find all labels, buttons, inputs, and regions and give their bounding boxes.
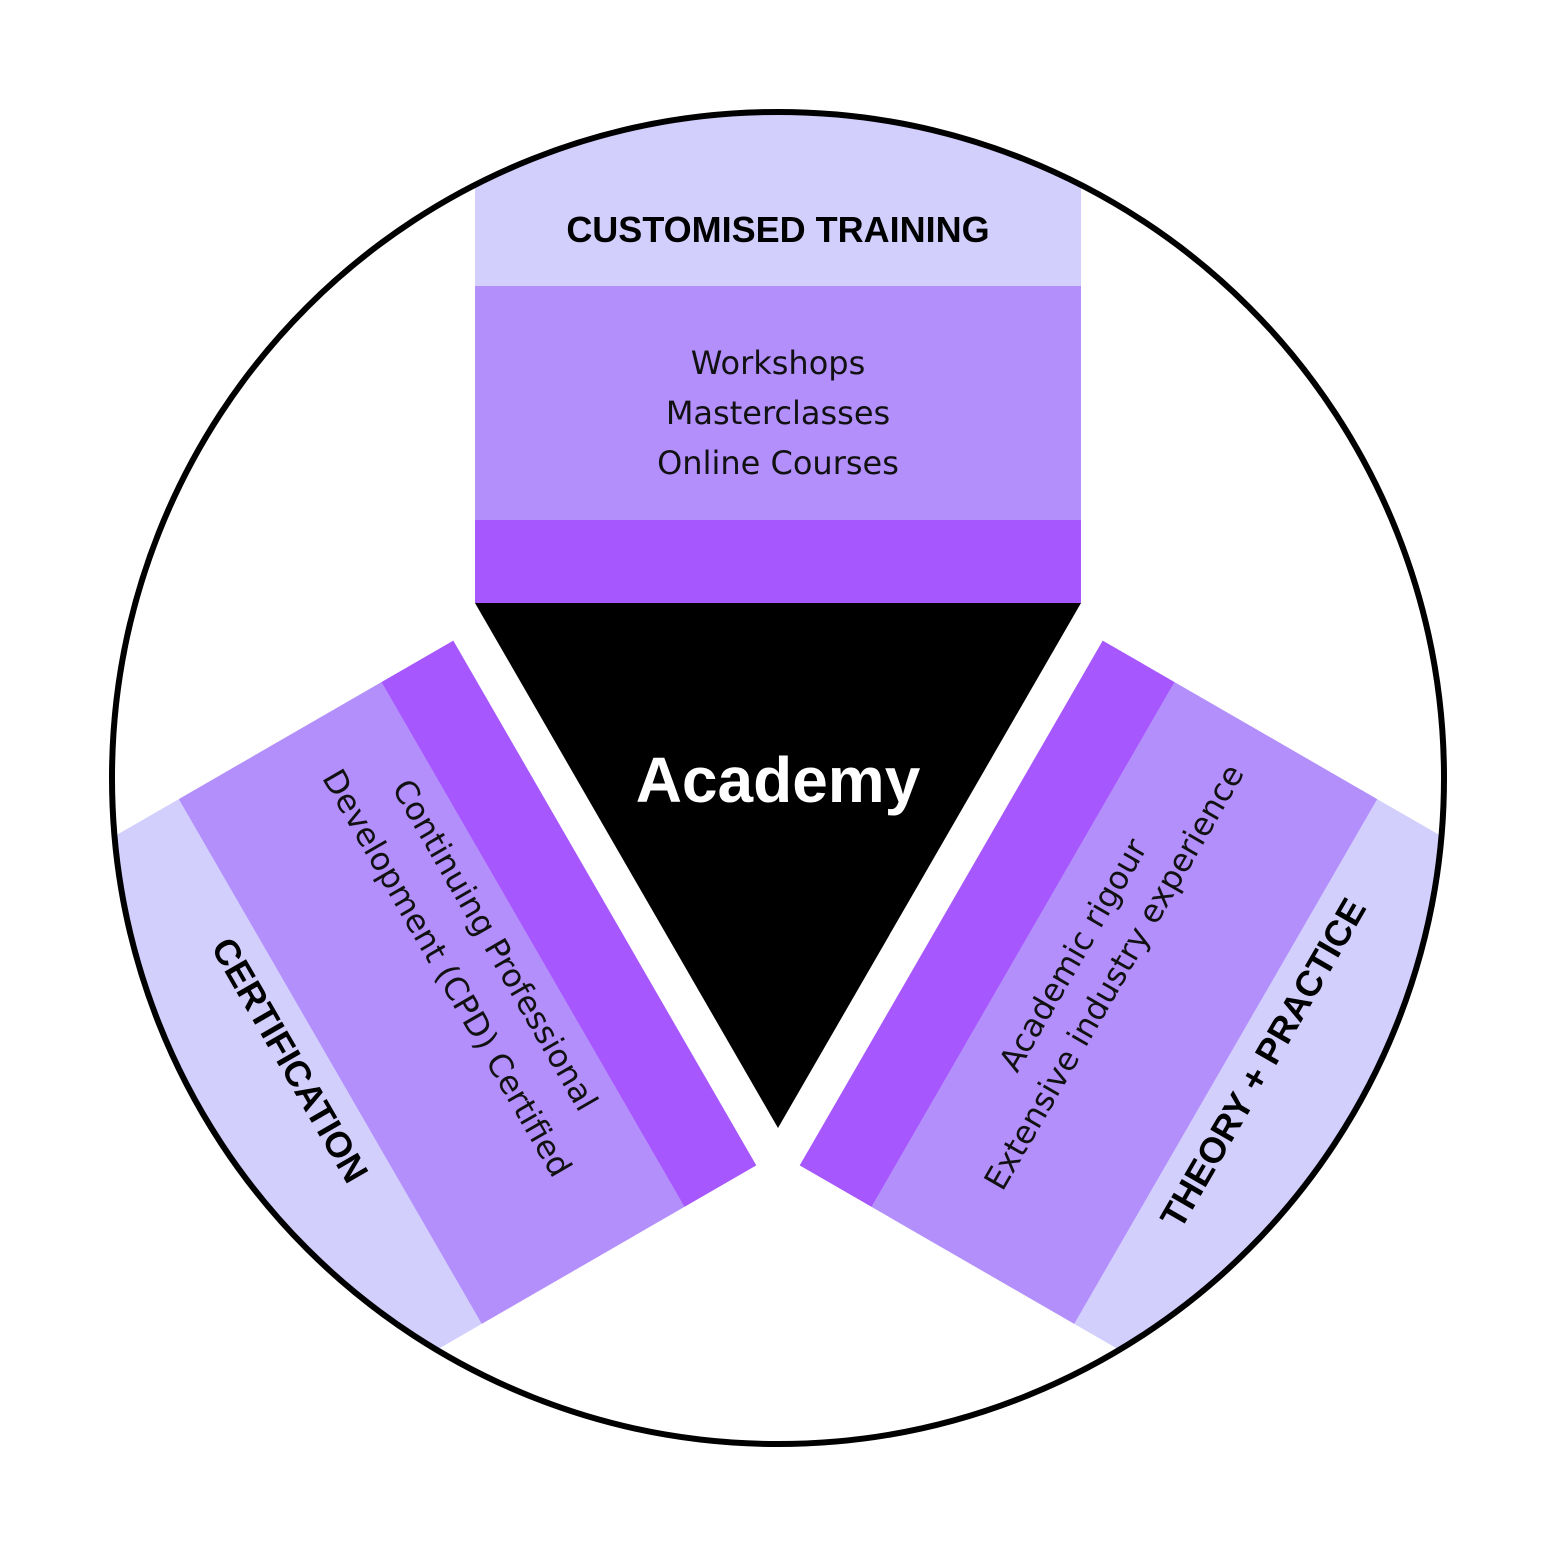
segment-certification xyxy=(112,640,757,1437)
inner-band xyxy=(475,520,1081,603)
segment-line: Masterclasses xyxy=(666,394,890,432)
segment-theory-practice xyxy=(799,640,1444,1437)
segment-line: Workshops xyxy=(691,344,866,382)
center-label: Academy xyxy=(636,744,921,816)
middle-band xyxy=(871,682,1378,1324)
segment-customised-training-text: CUSTOMISED TRAINING Workshops Masterclas… xyxy=(566,209,989,482)
outer-band xyxy=(1074,799,1444,1437)
inner-band xyxy=(799,640,1175,1207)
middle-band xyxy=(475,286,1081,520)
segment-title: CUSTOMISED TRAINING xyxy=(566,209,989,250)
segment-customised-training xyxy=(475,112,1081,603)
inner-band xyxy=(381,640,757,1207)
center-triangle xyxy=(475,603,1081,1128)
outer-band xyxy=(112,799,482,1437)
middle-band xyxy=(178,682,685,1324)
outer-band xyxy=(475,112,1081,286)
segment-line: Online Courses xyxy=(657,444,899,482)
outer-circle xyxy=(109,109,1447,1447)
